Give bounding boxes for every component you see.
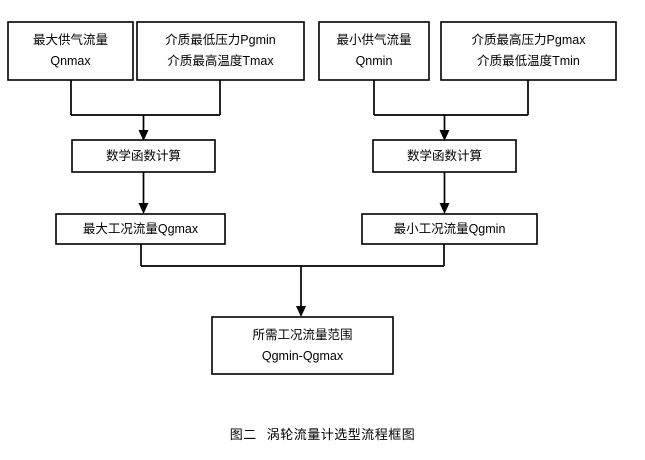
figure-caption-number: 图二 (229, 427, 257, 442)
node-max-supply-flow (7, 21, 134, 81)
node-math-calc-left (71, 139, 216, 173)
node-working-flow-min (361, 213, 538, 245)
node-min-supply-flow (318, 21, 430, 81)
arrow-head-flow-max (138, 203, 149, 214)
node-math-calc-right (372, 139, 517, 173)
node-min-pressure-max-temp (136, 21, 305, 81)
figure-caption-text: 涡轮流量计选型流程框图 (266, 427, 416, 442)
node-max-pressure-min-temp (440, 21, 617, 81)
arrow-head-math-left (138, 130, 149, 141)
node-required-flow-range (211, 316, 394, 375)
figure-caption: 图二涡轮流量计选型流程框图 (0, 424, 645, 443)
node-working-flow-max (55, 213, 226, 245)
arrow-head-math-right (439, 130, 450, 141)
arrow-head-required-flow (296, 306, 306, 317)
arrow-head-flow-min (439, 203, 450, 214)
